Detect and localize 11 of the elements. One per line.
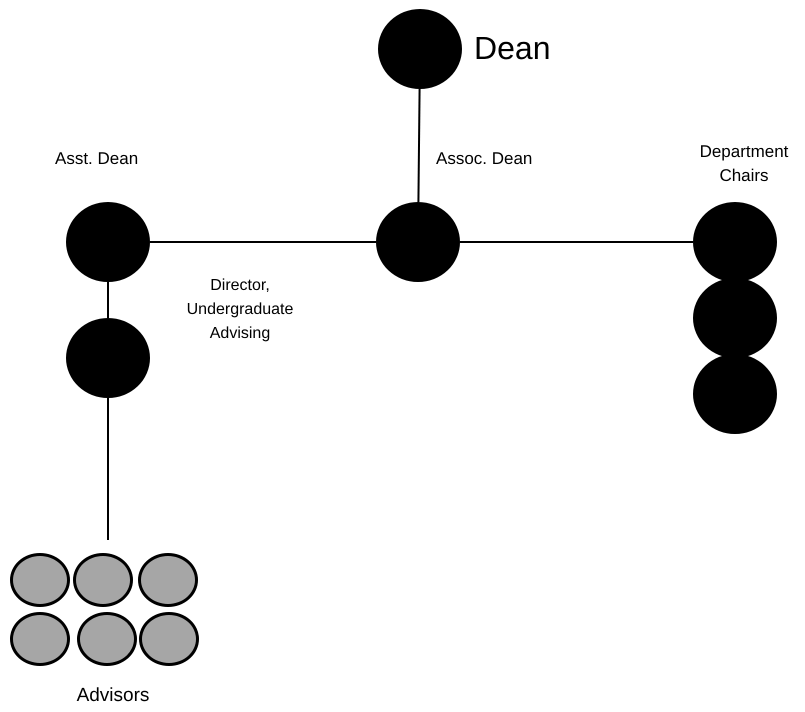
node-label: Dean — [474, 29, 552, 68]
node-label: Assoc. Dean — [436, 148, 534, 170]
group-label: Advisors — [76, 684, 150, 708]
node-label: Department Chairs — [698, 141, 790, 187]
node-label: Director, Undergraduate Advising — [186, 276, 294, 344]
connector-line — [107, 398, 109, 540]
node-label: Asst. Dean — [55, 148, 140, 170]
connector-line — [107, 282, 109, 318]
connector-line — [417, 88, 421, 202]
connector-line — [150, 241, 376, 243]
connector-line — [460, 241, 693, 243]
